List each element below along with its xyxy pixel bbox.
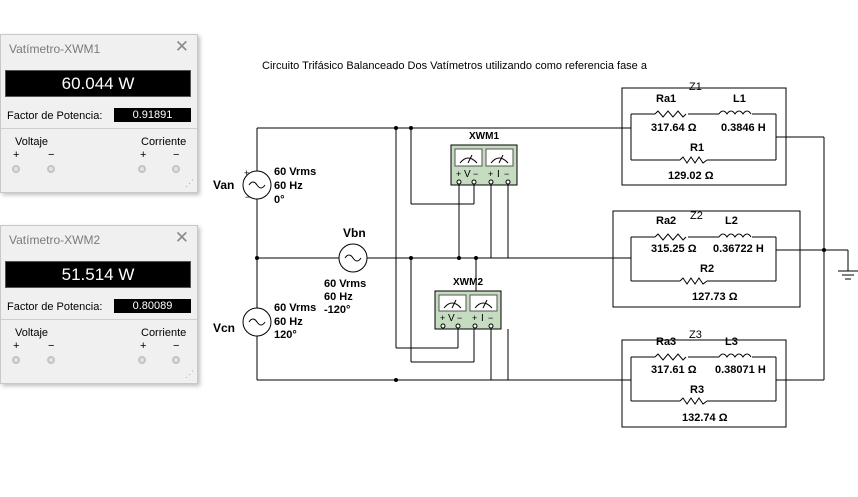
load-label: Z3 bbox=[689, 329, 702, 341]
wires bbox=[256, 113, 858, 402]
voltage-plus-terminal[interactable] bbox=[12, 356, 20, 364]
power-factor-value: 0.80089 bbox=[114, 299, 191, 313]
power-display: 51.514 W bbox=[5, 261, 191, 288]
meter-name: XWM2 bbox=[453, 277, 483, 288]
voltage-label: Voltaje bbox=[15, 136, 49, 148]
r-name: R2 bbox=[700, 263, 714, 275]
wattmeter-xwm2-symbol[interactable]: XWM2 + V − + I − bbox=[434, 277, 502, 330]
load-label: Z2 bbox=[690, 210, 703, 222]
power-factor-value: 0.91891 bbox=[114, 108, 191, 122]
voltage-minus-sign: − bbox=[48, 149, 55, 161]
load-label: Z1 bbox=[689, 81, 702, 93]
svg-text:−: − bbox=[488, 313, 493, 323]
svg-text:+: + bbox=[488, 169, 493, 179]
current-plus-sign: + bbox=[140, 340, 147, 352]
panel-title: Vatímetro-XWM1 bbox=[9, 42, 101, 56]
ra-name: Ra3 bbox=[656, 336, 676, 348]
ra-value: 317.61 Ω bbox=[651, 364, 697, 376]
l-name: L3 bbox=[725, 336, 738, 348]
schematic-title: Circuito Trifásico Balanceado Dos Vatíme… bbox=[262, 60, 648, 72]
current-minus-sign: − bbox=[173, 340, 180, 352]
source-phase: -120° bbox=[324, 304, 350, 316]
source-freq: 60 Hz bbox=[274, 316, 303, 328]
svg-text:+: + bbox=[244, 168, 249, 178]
l-value: 0.36722 H bbox=[713, 243, 764, 255]
l-value: 0.38071 H bbox=[715, 364, 766, 376]
power-factor-label: Factor de Potencia: bbox=[7, 110, 103, 122]
close-icon[interactable]: ✕ bbox=[174, 37, 189, 56]
l-name: L1 bbox=[733, 93, 746, 105]
meter-i-label: I bbox=[481, 313, 484, 324]
source-freq: 60 Hz bbox=[324, 291, 353, 303]
current-label: Corriente bbox=[141, 136, 187, 148]
ra-name: Ra2 bbox=[656, 215, 676, 227]
l-value: 0.3846 H bbox=[721, 122, 766, 134]
r-name: R3 bbox=[690, 384, 704, 396]
resize-grip-icon[interactable]: ⋰ bbox=[185, 369, 194, 379]
source-vrms: 60 Vrms bbox=[274, 302, 316, 314]
voltage-plus-sign: + bbox=[13, 149, 20, 161]
panel-title: Vatímetro-XWM2 bbox=[9, 233, 101, 247]
source-phase: 120° bbox=[274, 329, 297, 341]
close-icon[interactable]: ✕ bbox=[174, 228, 189, 247]
l-name: L2 bbox=[725, 215, 738, 227]
ra-value: 317.64 Ω bbox=[651, 122, 697, 134]
svg-text:−: − bbox=[245, 192, 250, 202]
wattmeter-xwm2-panel: Vatímetro-XWM2 ✕ 51.514 W Factor de Pote… bbox=[0, 225, 198, 384]
voltage-plus-sign: + bbox=[13, 340, 20, 352]
source-name: Van bbox=[213, 178, 234, 192]
power-display: 60.044 W bbox=[5, 70, 191, 97]
load-z1[interactable]: Z1 Ra1 317.64 Ω L1 0.3846 H R1 129.02 Ω bbox=[651, 81, 766, 182]
load-z3[interactable]: Z3 Ra3 317.61 Ω L3 0.38071 H R3 132.74 Ω bbox=[651, 329, 766, 424]
current-minus-terminal[interactable] bbox=[172, 165, 180, 173]
svg-text:+: + bbox=[456, 169, 461, 179]
load-boxes bbox=[612, 87, 801, 428]
svg-text:−: − bbox=[457, 313, 462, 323]
r-value: 132.74 Ω bbox=[682, 412, 728, 424]
r-value: 129.02 Ω bbox=[668, 170, 714, 182]
r-value: 127.73 Ω bbox=[692, 291, 738, 303]
divider bbox=[1, 319, 197, 320]
voltage-minus-terminal[interactable] bbox=[47, 165, 55, 173]
r-name: R1 bbox=[690, 142, 704, 154]
wattmeter-xwm1-panel: Vatímetro-XWM1 ✕ 60.044 W Factor de Pote… bbox=[0, 34, 198, 193]
ra-name: Ra1 bbox=[656, 93, 676, 105]
source-name: Vbn bbox=[343, 226, 366, 240]
ra-value: 315.25 Ω bbox=[651, 243, 697, 255]
source-van[interactable]: + − Van 60 Vrms 60 Hz 0° bbox=[213, 166, 316, 206]
divider bbox=[1, 128, 197, 129]
source-name: Vcn bbox=[213, 321, 235, 335]
current-plus-terminal[interactable] bbox=[138, 356, 146, 364]
source-vcn[interactable]: Vcn 60 Vrms 60 Hz 120° bbox=[213, 302, 316, 341]
source-freq: 60 Hz bbox=[274, 180, 303, 192]
voltage-label: Voltaje bbox=[15, 327, 49, 339]
source-vbn[interactable]: Vbn 60 Vrms 60 Hz -120° bbox=[324, 226, 368, 316]
current-plus-terminal[interactable] bbox=[138, 165, 146, 173]
current-plus-sign: + bbox=[140, 149, 147, 161]
meter-i-label: I bbox=[497, 169, 500, 180]
load-z2[interactable]: Z2 Ra2 315.25 Ω L2 0.36722 H R2 127.73 Ω bbox=[651, 210, 764, 303]
junction-dots bbox=[255, 126, 826, 382]
wattmeter-xwm1-symbol[interactable]: XWM1 + V − + I − bbox=[450, 131, 518, 186]
meter-v-label: V bbox=[448, 313, 455, 324]
current-label: Corriente bbox=[141, 327, 187, 339]
svg-text:+: + bbox=[440, 313, 445, 323]
current-minus-sign: − bbox=[173, 149, 180, 161]
load-components bbox=[654, 110, 752, 405]
source-phase: 0° bbox=[274, 194, 285, 206]
svg-text:+: + bbox=[472, 313, 477, 323]
meter-v-label: V bbox=[464, 169, 471, 180]
current-minus-terminal[interactable] bbox=[172, 356, 180, 364]
source-vrms: 60 Vrms bbox=[324, 278, 366, 290]
svg-text:−: − bbox=[473, 169, 478, 179]
source-vrms: 60 Vrms bbox=[274, 166, 316, 178]
voltage-minus-sign: − bbox=[48, 340, 55, 352]
power-factor-label: Factor de Potencia: bbox=[7, 301, 103, 313]
svg-text:−: − bbox=[504, 169, 509, 179]
meter-name: XWM1 bbox=[469, 131, 499, 142]
resize-grip-icon[interactable]: ⋰ bbox=[185, 178, 194, 188]
voltage-plus-terminal[interactable] bbox=[12, 165, 20, 173]
voltage-minus-terminal[interactable] bbox=[47, 356, 55, 364]
